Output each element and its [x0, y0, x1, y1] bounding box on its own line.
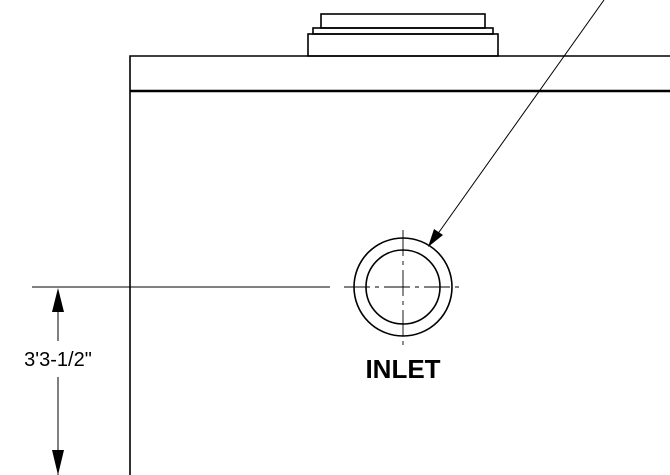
fitting-cap-top	[320, 13, 486, 29]
dimension-arrow-bottom	[52, 450, 64, 475]
inlet-label: INLET	[365, 354, 440, 384]
leader-arrow	[428, 0, 605, 247]
fitting-cap-band	[312, 27, 494, 35]
dimension-label: 3'3-1/2"	[24, 349, 92, 371]
dimension-arrow-top	[52, 288, 64, 312]
top-fitting	[307, 13, 499, 57]
tank-top-edge	[129, 55, 670, 475]
tank-outline	[129, 55, 670, 475]
leader-arrowhead	[428, 229, 443, 247]
dimension-label-bg	[8, 341, 108, 377]
fitting-base	[307, 33, 499, 57]
inlet-nozzle	[344, 230, 464, 345]
dimension	[8, 286, 330, 475]
leader-line	[431, 0, 605, 243]
